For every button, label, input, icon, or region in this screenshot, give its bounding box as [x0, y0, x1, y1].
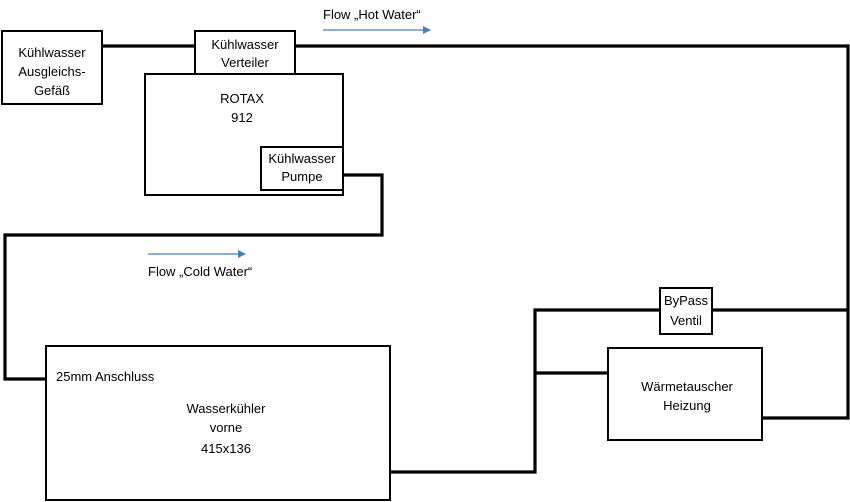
bypass-line-2: Ventil	[670, 313, 702, 328]
rotax-line-1: ROTAX	[220, 91, 264, 106]
pipe-lines	[3, 44, 850, 474]
pumpe-line-1: Kühlwasser	[268, 151, 336, 166]
pumpe-box: Kühlwasser Pumpe	[260, 146, 344, 191]
waermetauscher-box: Wärmetauscher Heizung	[607, 347, 763, 441]
verteiler-line-1: Kühlwasser	[211, 37, 279, 52]
cold-water-flow-label: Flow „Cold Water“	[148, 264, 252, 279]
ausgleich-line-2: Ausgleichs-	[18, 64, 85, 79]
rotax-line-2: 912	[231, 110, 253, 125]
pipe-cooler-return	[390, 308, 660, 474]
anschluss-label: 25mm Anschluss	[56, 369, 155, 384]
verteiler-line-2: Verteiler	[221, 55, 269, 70]
ausgleichsgefaess-box: Kühlwasser Ausgleichs- Gefäß	[1, 30, 103, 105]
waermetauscher-line-2: Heizung	[663, 398, 711, 413]
ausgleich-line-1: Kühlwasser	[18, 45, 86, 60]
bypass-ventil-box: ByPass Ventil	[659, 287, 713, 335]
pumpe-line-2: Pumpe	[281, 169, 322, 184]
hot-water-flow-label: Flow „Hot Water“	[323, 7, 421, 22]
wasserkuehler-line-2: vorne	[210, 420, 243, 435]
rotax-engine-box: ROTAX 912	[144, 73, 344, 196]
ausgleich-line-3: Gefäß	[34, 83, 70, 98]
waermetauscher-line-1: Wärmetauscher	[641, 379, 733, 394]
verteiler-box: Kühlwasser Verteiler	[194, 30, 296, 75]
pipe-pump-to-cooler	[3, 173, 384, 381]
bypass-line-1: ByPass	[664, 293, 709, 308]
wasserkuehler-line-1: Wasserkühler	[187, 401, 267, 416]
wasserkuehler-line-3: 415x136	[201, 441, 251, 456]
flow-indicators: Flow „Hot Water“ Flow „Cold Water“	[148, 7, 431, 279]
wasserkuehler-box: 25mm Anschluss Wasserkühler vorne 415x13…	[45, 345, 391, 501]
pipe-hot-return	[295, 44, 850, 420]
